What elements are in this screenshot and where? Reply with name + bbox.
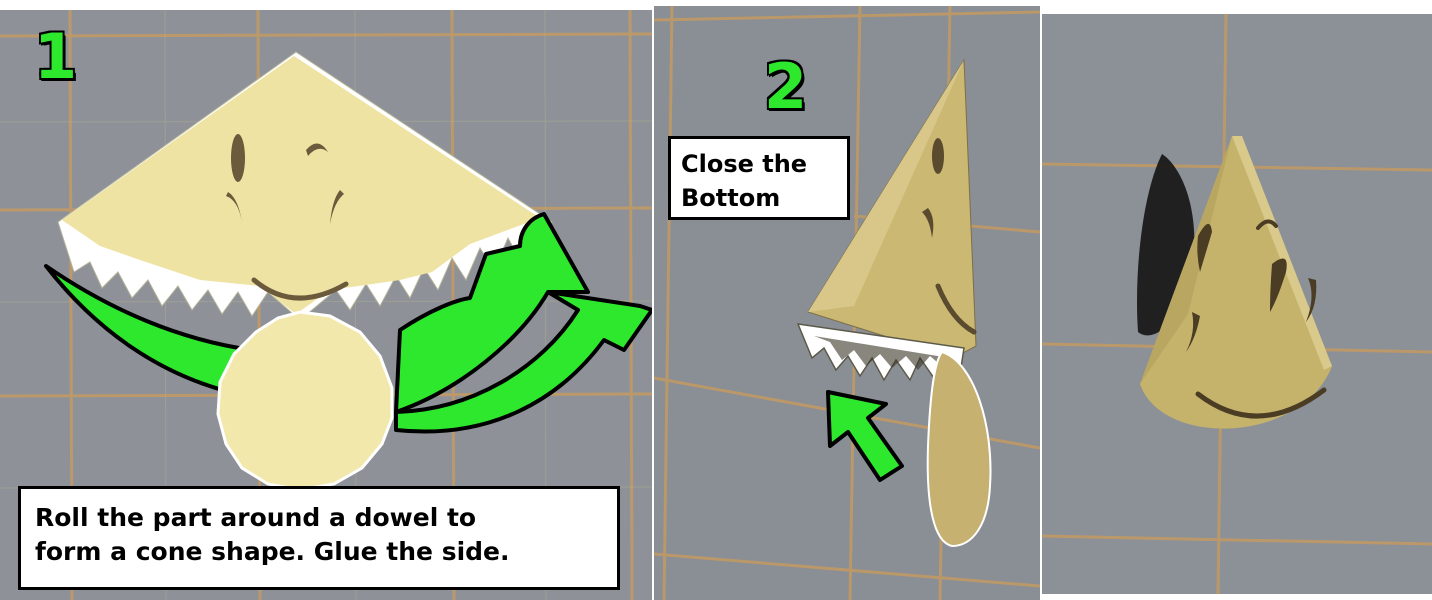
step-1-caption: Roll the part around a dowel to form a c… xyxy=(18,486,620,590)
step-1-panel: 1 Roll the part around a dowel to form a… xyxy=(0,10,652,600)
finished-cone-photo xyxy=(1042,14,1432,594)
step-2-caption: Close the Bottom xyxy=(668,136,850,220)
step-2-photo xyxy=(654,6,1040,600)
step-number: 2 xyxy=(764,56,807,118)
step-2-panel: 2 Close the Bottom xyxy=(654,6,1040,600)
step-number: 1 xyxy=(34,26,77,88)
finished-cone-panel xyxy=(1042,14,1432,594)
